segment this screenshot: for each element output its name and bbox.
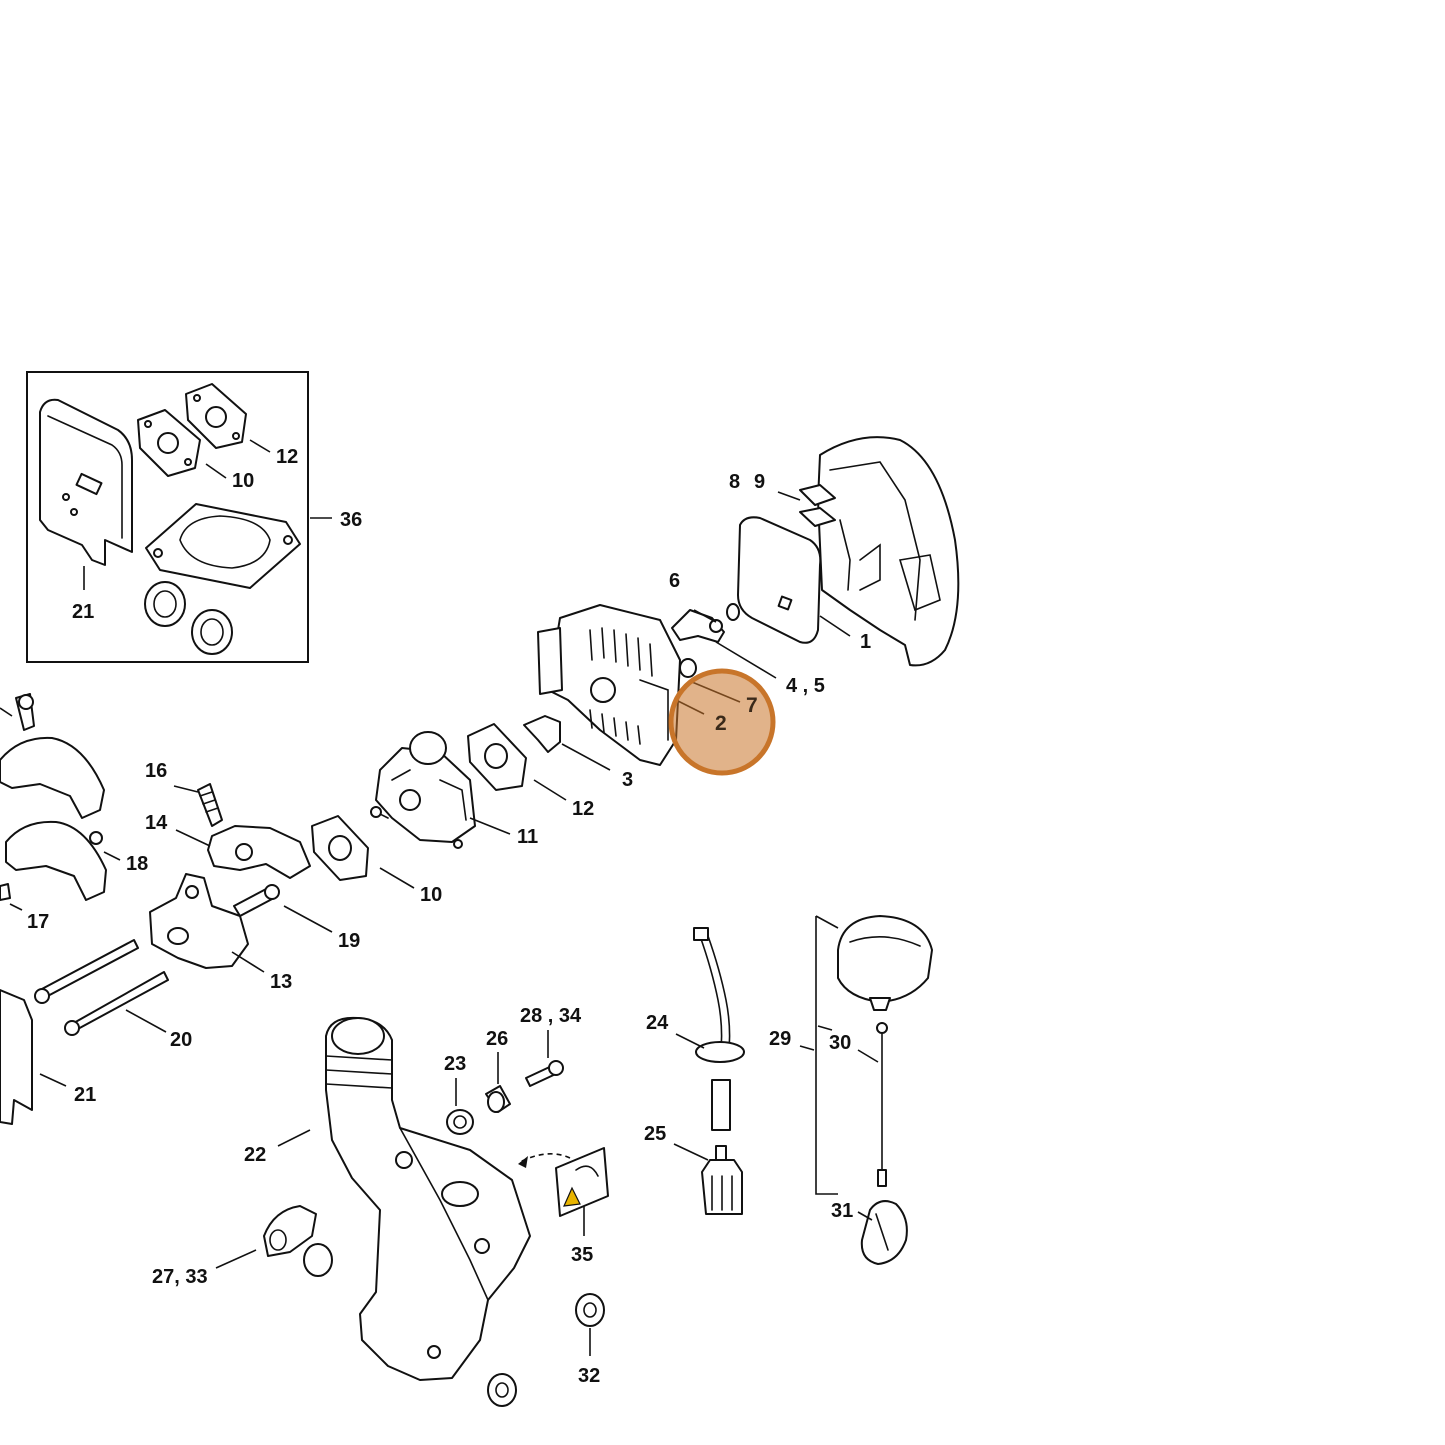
label-4-5: 4 , 5 <box>786 675 825 697</box>
label-31: 31 <box>831 1200 853 1222</box>
label-10-kit: 10 <box>232 470 254 492</box>
label-19: 19 <box>338 930 360 952</box>
left-side-parts <box>0 693 311 901</box>
cylinder <box>537 604 681 766</box>
part-labels: 12 10 36 21 8 9 6 1 4 , 5 7 2 3 12 11 10… <box>27 446 871 1387</box>
label-16: 16 <box>145 760 167 782</box>
label-26: 26 <box>486 1028 508 1050</box>
label-21: 21 <box>74 1084 96 1106</box>
label-17: 17 <box>27 911 49 933</box>
label-20: 20 <box>170 1029 192 1051</box>
highlight-marker[interactable] <box>668 668 776 776</box>
carburetor <box>370 731 476 849</box>
label-22: 22 <box>244 1144 266 1166</box>
label-36: 36 <box>340 509 362 531</box>
label-9: 9 <box>754 471 765 493</box>
label-10: 10 <box>420 884 442 906</box>
label-12: 12 <box>572 798 594 820</box>
label-25: 25 <box>644 1123 666 1145</box>
fuel-tank-housing <box>325 1016 531 1381</box>
small-parts-cylinder <box>467 603 740 791</box>
fuel-cap <box>815 915 933 1265</box>
label-30: 30 <box>829 1032 851 1054</box>
fuel-hose <box>693 927 745 1215</box>
label-27-33: 27, 33 <box>152 1266 208 1288</box>
label-6: 6 <box>669 570 680 592</box>
label-13: 13 <box>270 971 292 993</box>
label-8: 8 <box>729 471 740 493</box>
label-3: 3 <box>622 769 633 791</box>
label-28-34: 28 , 34 <box>520 1005 582 1027</box>
label-32: 32 <box>578 1365 600 1387</box>
label-18: 18 <box>126 853 148 875</box>
label-23: 23 <box>444 1053 466 1075</box>
label-14: 14 <box>145 812 168 834</box>
label-7: 7 <box>746 694 758 717</box>
label-1: 1 <box>860 631 871 653</box>
label-24: 24 <box>646 1012 669 1034</box>
label-29: 29 <box>769 1028 791 1050</box>
air-filter-cover <box>737 436 960 667</box>
tank-fittings <box>263 1060 609 1407</box>
label-2: 2 <box>715 712 727 735</box>
gasket-10 <box>311 815 369 881</box>
label-11: 11 <box>517 826 538 848</box>
mount-and-bolts <box>0 873 280 1125</box>
label-21-kit: 21 <box>72 601 94 623</box>
gasket-kit-box <box>26 371 309 663</box>
label-12-kit: 12 <box>276 446 298 468</box>
label-35: 35 <box>571 1244 593 1266</box>
